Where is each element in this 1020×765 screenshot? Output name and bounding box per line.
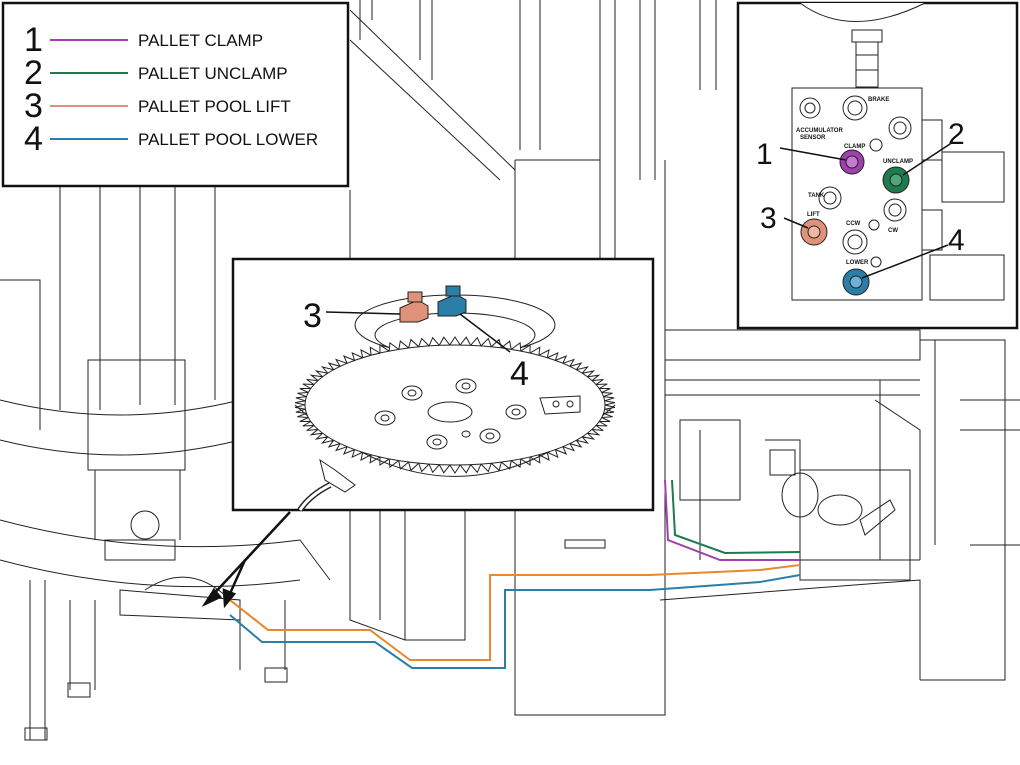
manifold-callout-1: 1 [756,138,773,171]
accumulator-label: ACCUMULATOR [796,128,843,134]
lower-line-dashed [504,589,515,668]
legend-number-3: 3 [24,87,43,125]
lower-label: LOWER [846,260,869,266]
clamp-line [664,479,800,561]
hydraulic-lines [229,479,801,669]
tank-label: TANK [808,193,825,199]
legend-label-2: PALLET UNCLAMP [138,64,288,83]
legend-number-2: 2 [24,54,43,92]
manifold-callout-2: 2 [948,118,965,151]
legend-number-4: 4 [24,120,43,158]
lift-line-dashed-vertical [489,574,515,660]
cw-label: CW [888,228,898,234]
lift-line-dashed [229,599,269,631]
manifold-callout-4: 4 [948,224,965,257]
unclamp-line [671,479,801,555]
manifold-inset: ACCUMULATOR SENSOR BRAKE CLAMP UNCLAMP T… [736,1,1019,330]
legend-number-1: 1 [24,21,43,59]
manifold-callout-3: 3 [760,202,777,235]
brake-label: BRAKE [868,97,889,103]
gear-callout-4: 4 [510,355,529,393]
gear-inset: 3 4 [231,257,655,512]
legend-label-1: PALLET CLAMP [138,31,263,50]
gear-callout-3: 3 [303,297,322,335]
sensor-label: SENSOR [800,135,826,141]
pointer-arrows [201,511,291,609]
legend-label-4: PALLET POOL LOWER [138,130,318,149]
legend-label-3: PALLET POOL LIFT [138,97,291,116]
clamp-label: CLAMP [844,144,865,150]
machine-background [0,0,1020,741]
ccw-label: CCW [846,221,861,227]
unclamp-label: UNCLAMP [883,159,913,165]
lift-label: LIFT [807,212,820,218]
